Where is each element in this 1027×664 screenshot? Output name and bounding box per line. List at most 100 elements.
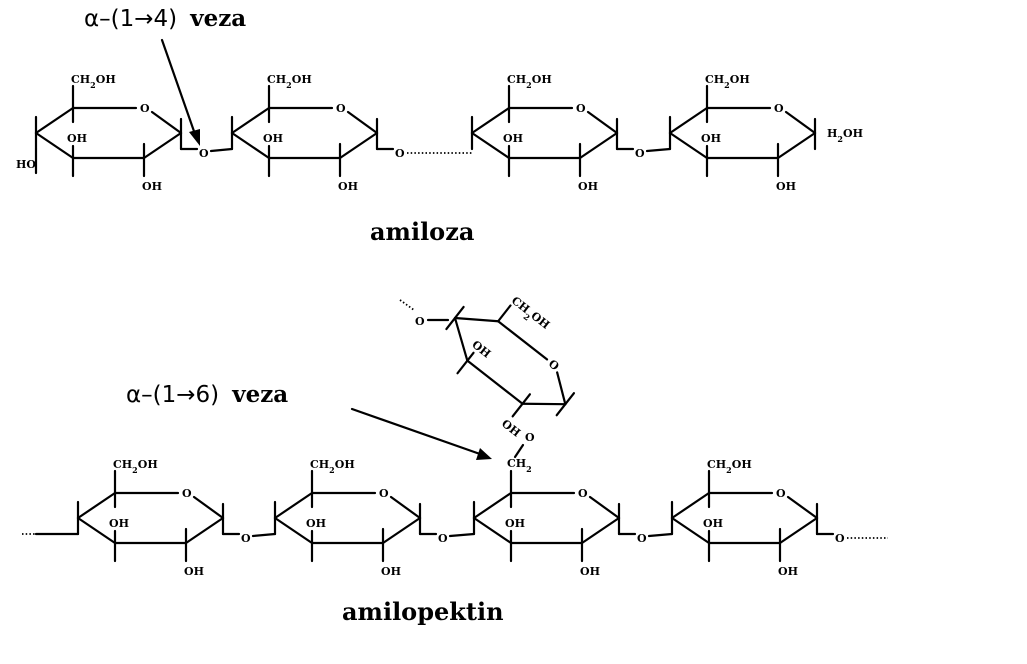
bond-line [456,351,475,375]
bridge-bond [251,532,277,538]
ring-oxygen-label: O [546,357,562,373]
bond-line [389,495,422,520]
bridge-oxygen-label: O [635,147,645,160]
bridge-oxygen-label: O [637,532,647,545]
bridge-bond [647,532,674,538]
bond-line [230,131,271,160]
ch2oh-label: CH2OH [113,458,158,475]
oh-label: OH [184,565,204,578]
oh-label: OH [701,132,721,145]
bond-line [586,110,619,135]
bond-line [453,316,469,362]
bridge-oxygen-label: O [241,532,251,545]
ch2oh-label: CH2OH [506,294,552,335]
oh-label: OH [505,517,525,530]
ring-oxygen-label: O [182,487,192,500]
glucose-ring: O CH2OH OH OH [470,73,619,193]
oh-label: OH [263,132,283,145]
bond-line [273,516,314,545]
bond-line [521,402,567,406]
bridge-oxygen-label: O [438,532,448,545]
oh-label: OH [67,132,87,145]
bond-line [76,516,117,545]
bridge-oxygen-label: O [199,147,209,160]
oh-label: OH [338,180,358,193]
bond-line [668,131,709,160]
bridge-bond [645,147,672,153]
branch-ch2-label: CH2 [507,457,532,474]
glucose-ring: O CH2OH OH OH [76,458,225,578]
bond-line [588,495,621,520]
branch-left-oxygen-label: O [415,315,425,328]
bond-line [445,305,465,331]
oh-label: OH [142,180,162,193]
bond-line [453,316,500,323]
amylose-link-arrow [160,38,200,146]
ch2oh-label: CH2OH [507,73,552,90]
bond-line [76,491,117,520]
ring-oxygen-label: O [379,487,389,500]
ch2oh-label: CH2OH [267,73,312,90]
ring-oxygen-label: O [576,102,586,115]
bond-line [338,131,379,160]
bond-line [497,304,512,323]
ring-oxygen-label: O [336,102,346,115]
branch-glucose-ring: O CH2OH OH OH [445,294,576,440]
bridge-oxygen-label: O [395,147,405,160]
bond-line [556,371,567,406]
bond-line [150,110,183,135]
oh-label: OH [381,565,401,578]
glucose-ring: O CH2OH OH OH [273,458,422,578]
ring-oxygen-label: O [776,487,786,500]
amylose-link-label: α–(1→4) veza [84,5,246,32]
bond-line [555,392,576,417]
ring-oxygen-label: O [578,487,588,500]
bond-line [511,393,532,418]
oh-label: OH [580,565,600,578]
oh-label: OH [703,517,723,530]
bond-line [776,131,817,160]
bond-line [34,131,75,160]
bond-line [230,106,271,135]
bond-line [472,516,513,545]
bridge-bond [209,147,234,153]
bond-line [668,106,709,135]
oh-label: OH [503,132,523,145]
bond-line [578,131,619,160]
oh-label: OH [109,517,129,530]
ring-oxygen-label: O [774,102,784,115]
oh-label: OH [469,338,493,361]
glucose-ring: O CH2OH OH OH [34,73,183,193]
oh-label: OH [578,180,598,193]
bond-line [670,516,711,545]
amylose-caption: amiloza [370,217,474,246]
bond-line [466,359,524,405]
bond-line [472,491,513,520]
branch-bond [513,443,525,459]
bond-line [346,110,379,135]
bond-line [784,110,817,135]
bridge-bond [448,532,476,538]
bond-line [470,131,511,160]
bond-line [778,516,819,545]
branch-oxygen-label: O [525,431,535,444]
ch2oh-label: CH2OH [71,73,116,90]
ch2oh-label: CH2OH [310,458,355,475]
amylopectin-caption: amilopektin [342,597,504,626]
ring-oxygen-label: O [140,102,150,115]
left-end-label: HO [16,158,36,171]
bond-line [670,491,711,520]
oh-label: OH [306,517,326,530]
bond-line [470,106,511,135]
bond-line [34,106,75,135]
glucose-ring: O OH OH [472,469,621,578]
glucose-ring: O CH2OH OH OH [230,73,379,193]
bond-line [192,495,225,520]
oh-label: OH [499,417,523,440]
amylose-structure: OCH2OHOHOHOCH2OHOHOHOCH2OHOHOHOCH2OHOHOH… [16,73,863,193]
right-end-label: H2OH [827,127,863,144]
amylopectin-link-arrow [350,407,492,460]
bond-line [580,516,621,545]
